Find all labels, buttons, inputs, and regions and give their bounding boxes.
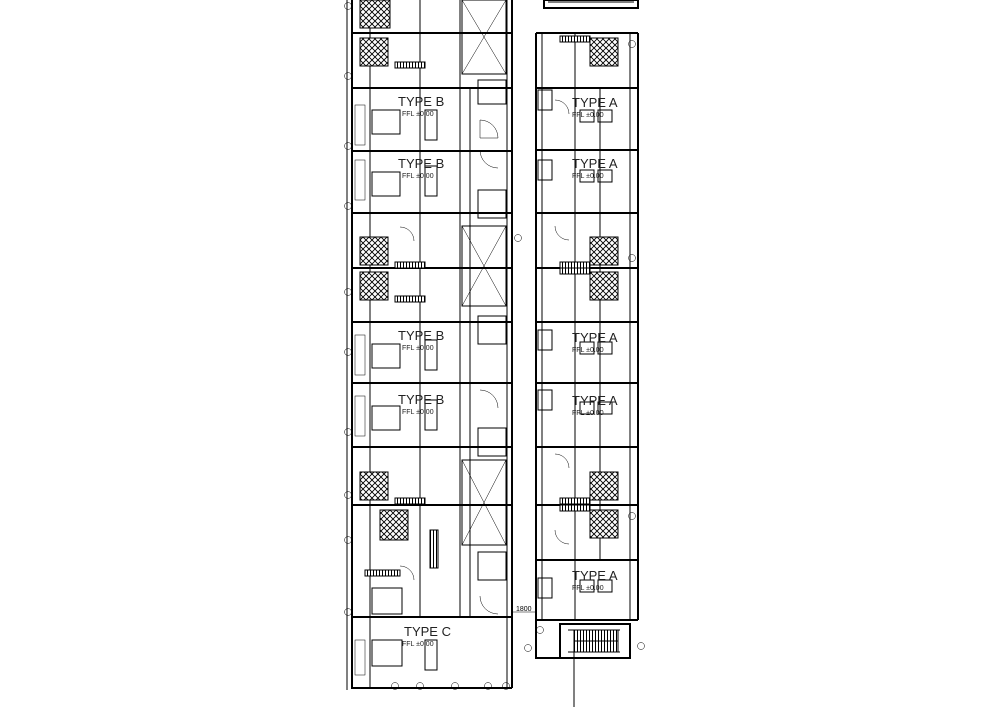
unit-level-label: FFL ±0.00 [572,173,604,180]
staircase [559,623,631,707]
unit-level-label: FFL ±0.00 [572,347,604,354]
unit-type-c-label: TYPE C [404,624,451,639]
unit-level-label: FFL ±0.00 [572,410,604,417]
unit-level-label: FFL ±0.00 [402,111,434,118]
unit-type-b-label: TYPE B [398,94,444,109]
unit-type-b-label: TYPE B [398,328,444,343]
grid-markers-right [514,40,645,652]
unit-type-a-label: TYPE A [572,393,618,408]
unit-type-b-label: TYPE B [398,392,444,407]
unit-type-a-label: TYPE A [572,568,618,583]
unit-level-label: FFL ±0.00 [572,585,604,592]
corridor-dimension: 1800 [512,606,536,613]
unit-level-label: FFL ±0.00 [402,345,434,352]
unit-type-labels: TYPE B FFL ±0.00 TYPE B FFL ±0.00 TYPE B… [398,94,618,648]
right-wing [535,0,639,659]
left-wing [346,0,513,690]
unit-level-label: FFL ±0.00 [402,641,434,648]
unit-type-a-label: TYPE A [572,330,618,345]
unit-type-b-label: TYPE B [398,156,444,171]
corridor-width-label: 1800 [516,606,532,613]
grid-markers-left [344,2,510,690]
unit-type-a-label: TYPE A [572,95,618,110]
unit-level-label: FFL ±0.00 [572,112,604,119]
unit-level-label: FFL ±0.00 [402,173,434,180]
unit-level-label: FFL ±0.00 [402,409,434,416]
unit-type-a-label: TYPE A [572,156,618,171]
